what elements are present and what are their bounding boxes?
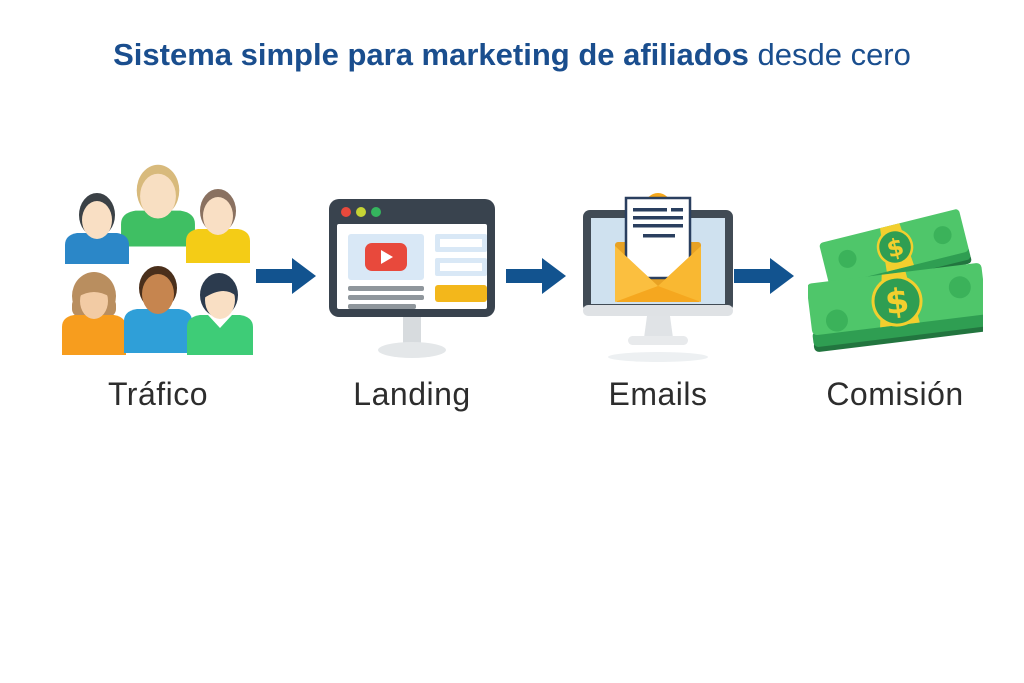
step-label-emails: Emails: [608, 376, 708, 412]
arrow-right-icon: [256, 256, 318, 296]
step-label-commission: Comisión: [826, 376, 964, 412]
page-title: Sistema simple para marketing de afiliad…: [0, 36, 1024, 73]
arrow-right-icon: [506, 256, 568, 296]
money-stacks-icon: $ $: [807, 209, 983, 352]
dollar-sign-front: $: [882, 281, 910, 324]
traffic-icon-box: [55, 148, 261, 362]
page-title-bold: Sistema simple para marketing de afiliad…: [113, 37, 749, 72]
page-title-regular: desde cero: [748, 37, 911, 72]
emails-icon-box: [553, 148, 763, 362]
step-emails: Emails: [553, 148, 763, 413]
step-commission: $ $ Comisión: [788, 148, 1002, 413]
people-group-icon: [62, 164, 253, 355]
dollar-sign-back: $: [883, 232, 906, 263]
browser-video-form-icon: [329, 199, 495, 358]
landing-icon-box: [307, 148, 517, 362]
arrow-right-icon: [734, 256, 796, 296]
step-landing: Landing: [307, 148, 517, 413]
step-label-traffic: Tráfico: [107, 376, 209, 412]
monitor-envelope-icon: [582, 193, 733, 362]
step-label-landing: Landing: [353, 376, 471, 412]
step-traffic: Tráfico: [55, 148, 261, 413]
commission-icon-box: $ $: [788, 148, 1002, 362]
flow-diagram: Tráfico: [0, 148, 1024, 448]
